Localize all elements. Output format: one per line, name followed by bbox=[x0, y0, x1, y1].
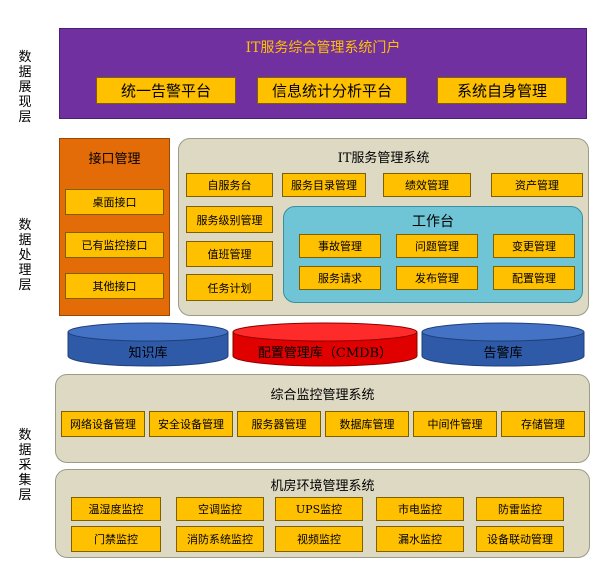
workbench-incident[interactable]: 事故管理 bbox=[299, 234, 381, 258]
workbench-service-request[interactable]: 服务请求 bbox=[299, 266, 381, 290]
monitoring-security-device[interactable]: 安全设备管理 bbox=[149, 411, 233, 437]
monitoring-database[interactable]: 数据库管理 bbox=[325, 411, 409, 437]
db-cmdb-label: 配置管理库（CMDB） bbox=[257, 346, 393, 361]
monitoring-storage[interactable]: 存储管理 bbox=[501, 411, 585, 437]
itsm-duty[interactable]: 值班管理 bbox=[186, 241, 273, 267]
workbench-panel: 工作台 事故管理 问题管理 变更管理 服务请求 发布管理 配置管理 bbox=[283, 206, 583, 303]
room-env-fire-system[interactable]: 消防系统监控 bbox=[176, 526, 264, 552]
workbench-config[interactable]: 配置管理 bbox=[493, 266, 575, 290]
portal-item-stats-platform[interactable]: 信息统计分析平台 bbox=[257, 77, 407, 104]
db-knowledge[interactable]: 知识库 bbox=[67, 322, 229, 368]
workbench-release[interactable]: 发布管理 bbox=[396, 266, 478, 290]
layer-label-collection: 数据采集层 bbox=[18, 428, 32, 503]
room-env-access-control[interactable]: 门禁监控 bbox=[71, 526, 161, 552]
itsm-task-plan[interactable]: 任务计划 bbox=[186, 274, 273, 301]
room-env-lightning[interactable]: 防雷监控 bbox=[476, 497, 564, 521]
room-env-panel: 机房环境管理系统 温湿度监控 空调监控 UPS监控 市电监控 防雷监控 门禁监控… bbox=[55, 469, 590, 558]
room-env-title: 机房环境管理系统 bbox=[270, 479, 375, 494]
room-env-ups[interactable]: UPS监控 bbox=[275, 497, 363, 521]
interface-mgmt-panel: 接口管理 桌面接口 已有监控接口 其他接口 bbox=[59, 138, 170, 316]
room-env-temp-humidity[interactable]: 温湿度监控 bbox=[71, 497, 161, 521]
room-env-device-linkage[interactable]: 设备联动管理 bbox=[476, 526, 564, 552]
portal-item-self-mgmt[interactable]: 系统自身管理 bbox=[437, 77, 567, 104]
itsm-asset[interactable]: 资产管理 bbox=[491, 173, 583, 197]
portal-panel: IT服务综合管理系统门户 统一告警平台 信息统计分析平台 系统自身管理 bbox=[59, 28, 587, 119]
db-alarm-label: 告警库 bbox=[483, 346, 523, 361]
portal-title: IT服务综合管理系统门户 bbox=[245, 40, 401, 56]
room-env-video[interactable]: 视频监控 bbox=[275, 526, 363, 552]
interface-item-other[interactable]: 其他接口 bbox=[65, 273, 164, 299]
db-alarm[interactable]: 告警库 bbox=[421, 322, 585, 368]
cylinder-icon bbox=[232, 322, 418, 367]
itsm-service-level[interactable]: 服务级别管理 bbox=[186, 206, 273, 233]
itsm-service-catalog[interactable]: 服务目录管理 bbox=[282, 173, 366, 197]
monitoring-title: 综合监控管理系统 bbox=[270, 388, 375, 403]
layer-label-processing: 数据处理层 bbox=[18, 218, 32, 293]
cylinder-icon bbox=[421, 322, 585, 367]
db-knowledge-label: 知识库 bbox=[128, 346, 168, 361]
workbench-problem[interactable]: 问题管理 bbox=[396, 234, 478, 258]
cylinder-icon bbox=[67, 322, 229, 367]
workbench-title: 工作台 bbox=[412, 214, 454, 230]
interface-item-existing-monitor[interactable]: 已有监控接口 bbox=[65, 232, 164, 258]
monitoring-server[interactable]: 服务器管理 bbox=[237, 411, 321, 437]
monitoring-network-device[interactable]: 网络设备管理 bbox=[61, 411, 145, 437]
interface-mgmt-title: 接口管理 bbox=[88, 152, 141, 167]
portal-item-alarm-platform[interactable]: 统一告警平台 bbox=[96, 77, 236, 104]
room-env-water-leak[interactable]: 漏水监控 bbox=[376, 526, 464, 552]
interface-item-desktop[interactable]: 桌面接口 bbox=[65, 189, 164, 215]
room-env-mains[interactable]: 市电监控 bbox=[376, 497, 464, 521]
layer-label-presentation: 数据展现层 bbox=[18, 50, 32, 125]
db-cmdb[interactable]: 配置管理库（CMDB） bbox=[232, 322, 418, 368]
room-env-aircon[interactable]: 空调监控 bbox=[176, 497, 264, 521]
workbench-change[interactable]: 变更管理 bbox=[493, 234, 575, 258]
itsm-panel: IT服务管理系统 自服务台 服务目录管理 绩效管理 资产管理 服务级别管理 值班… bbox=[178, 138, 589, 316]
itsm-performance[interactable]: 绩效管理 bbox=[383, 173, 471, 197]
itsm-self-service[interactable]: 自服务台 bbox=[186, 173, 273, 197]
monitoring-panel: 综合监控管理系统 网络设备管理 安全设备管理 服务器管理 数据库管理 中间件管理… bbox=[55, 374, 590, 463]
itsm-title: IT服务管理系统 bbox=[337, 151, 430, 166]
monitoring-middleware[interactable]: 中间件管理 bbox=[413, 411, 497, 437]
